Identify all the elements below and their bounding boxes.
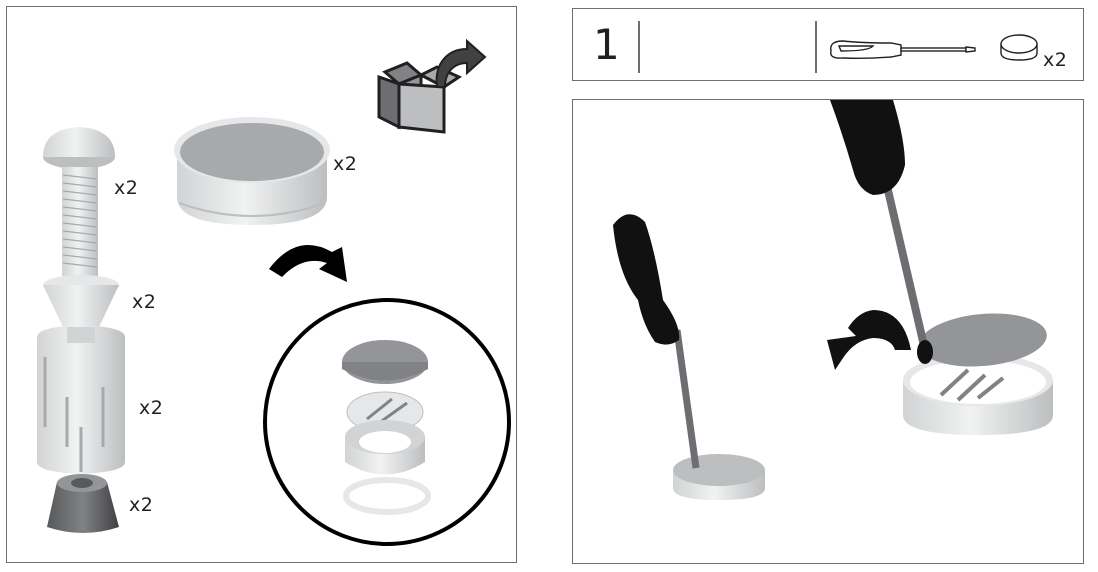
screwdriver-shaft	[673, 329, 700, 469]
parts-illustration	[37, 38, 511, 546]
small-cap	[673, 454, 765, 500]
tools-illustration	[830, 34, 1038, 61]
cone-washer-part	[43, 275, 119, 327]
sleeve-quantity: x2	[139, 397, 164, 419]
round-cap-icon	[1000, 34, 1038, 61]
screw-part	[43, 127, 115, 287]
pry-cap-illustration	[613, 100, 1053, 500]
curved-arrow-left-icon	[827, 310, 911, 370]
screwdriver-shaft	[877, 159, 929, 351]
tool-cap-quantity: x2	[1043, 49, 1068, 71]
curved-arrow-down-icon	[269, 244, 347, 282]
rubber-foot-part	[47, 474, 119, 533]
step-number: 1	[593, 20, 620, 69]
parts-panel: x2 x2 x2 x2 x2	[6, 6, 517, 563]
screw-quantity: x2	[114, 177, 139, 199]
cone-washer-quantity: x2	[132, 291, 157, 313]
expansion-sleeve-part	[37, 325, 125, 474]
step-header: 1 x2	[572, 8, 1084, 81]
divider	[815, 21, 817, 73]
open-box-arrow-icon	[377, 38, 487, 134]
exploded-detail-callout	[263, 298, 511, 546]
screwdriver-icon	[830, 40, 976, 60]
step-illustration	[572, 99, 1084, 564]
round-cap-part	[174, 117, 330, 225]
screwdriver-handle	[830, 100, 905, 195]
divider	[638, 21, 640, 73]
screwdriver-handle	[613, 214, 680, 345]
cap-quantity: x2	[333, 153, 358, 175]
foot-quantity: x2	[129, 494, 154, 516]
large-cap	[903, 313, 1053, 435]
